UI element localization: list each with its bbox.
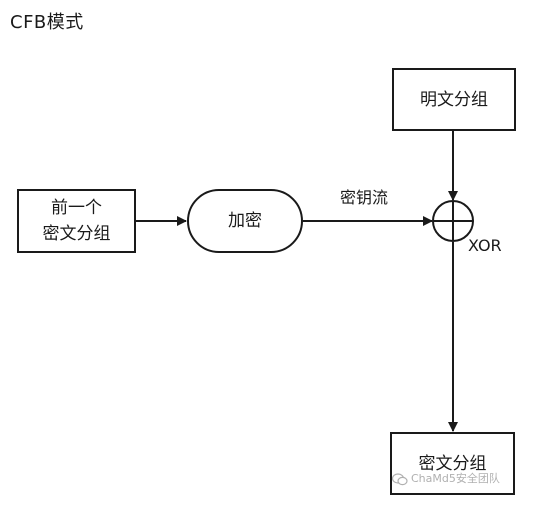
encrypt-node: 加密 bbox=[187, 189, 303, 253]
encrypt-label: 加密 bbox=[228, 211, 262, 231]
previous-ciphertext-label-line1: 前一个 bbox=[51, 198, 102, 218]
diagram-title: CFB模式 bbox=[10, 12, 84, 33]
keystream-label: 密钥流 bbox=[340, 188, 389, 207]
watermark-text: ChaMd5安全团队 bbox=[411, 472, 500, 485]
watermark: ChaMd5安全团队 bbox=[392, 472, 500, 486]
plaintext-block-label: 明文分组 bbox=[420, 89, 488, 110]
plaintext-block-node: 明文分组 bbox=[392, 68, 516, 131]
ciphertext-block-label: 密文分组 bbox=[418, 453, 487, 474]
previous-ciphertext-block-node: 前一个 密文分组 bbox=[17, 189, 136, 253]
previous-ciphertext-label-line2: 密文分组 bbox=[42, 224, 111, 244]
xor-label: XOR bbox=[468, 236, 502, 255]
ciphertext-block-node: 密文分组 bbox=[390, 432, 515, 495]
wechat-icon bbox=[392, 472, 408, 486]
xor-symbol bbox=[432, 200, 474, 242]
